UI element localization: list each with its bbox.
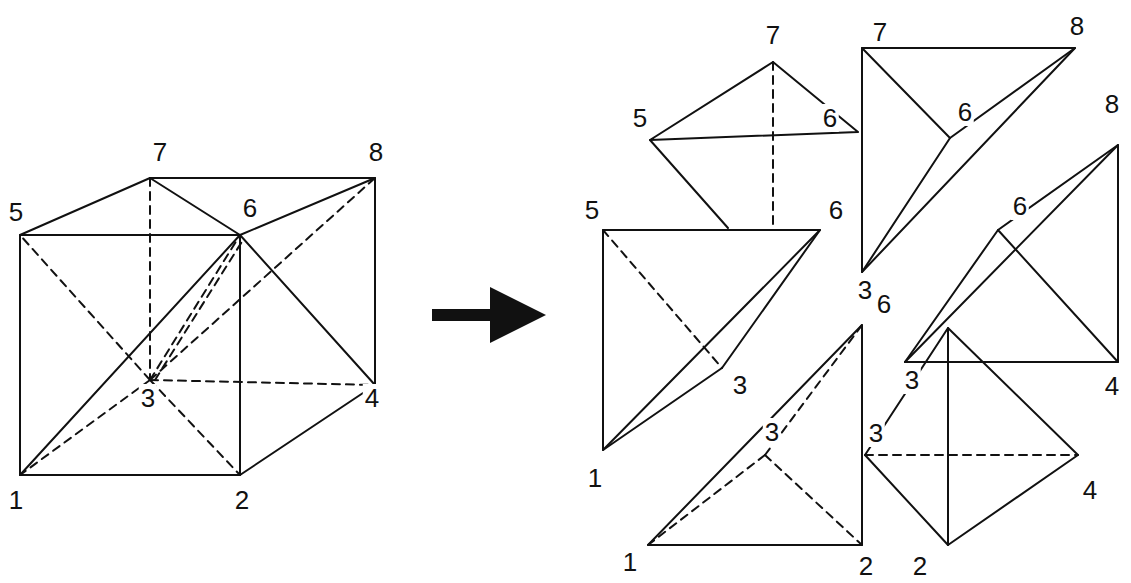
vertex-number: 7: [151, 138, 169, 166]
tetra-piece: [648, 325, 862, 545]
vertex-number: 2: [857, 552, 875, 580]
vertex-number: 4: [1103, 372, 1121, 400]
vertex-number: 4: [1081, 476, 1099, 504]
vertex-number: 7: [871, 18, 889, 46]
vertex-number: 3: [731, 371, 749, 399]
vertex-number: 3: [903, 366, 921, 394]
vertex-number: 5: [631, 104, 649, 132]
vertex-number: 3: [139, 384, 157, 412]
vertex-number: 6: [875, 290, 893, 318]
vertex-number: 3: [763, 418, 781, 446]
vertex-number: 3: [867, 419, 885, 447]
vertex-number: 5: [7, 198, 25, 226]
vertex-number: 5: [583, 196, 601, 224]
vertex-number: 3: [856, 276, 874, 304]
vertex-number: 6: [1011, 192, 1029, 220]
tetra-piece: [650, 62, 858, 228]
vertex-number: 1: [7, 486, 25, 514]
vertex-number: 2: [911, 552, 929, 580]
vertex-number: 6: [827, 196, 845, 224]
tetra-piece: [905, 145, 1118, 362]
tetra-piece: [603, 230, 820, 450]
vertex-number: 6: [821, 104, 839, 132]
vertex-number: 1: [621, 548, 639, 576]
vertex-number: 8: [1103, 90, 1121, 118]
vertex-number: 4: [363, 384, 381, 412]
vertex-number: 8: [1068, 12, 1086, 40]
transform-arrow: [432, 287, 546, 343]
tetra-piece: [865, 328, 1078, 545]
vertex-number: 8: [367, 138, 385, 166]
vertex-number: 2: [233, 486, 251, 514]
vertex-number: 1: [586, 464, 604, 492]
vertex-number: 6: [956, 98, 974, 126]
vertex-number: 6: [241, 194, 259, 222]
tetra-piece: [862, 48, 1075, 272]
vertex-number: 7: [764, 21, 782, 49]
cube: [20, 178, 375, 475]
